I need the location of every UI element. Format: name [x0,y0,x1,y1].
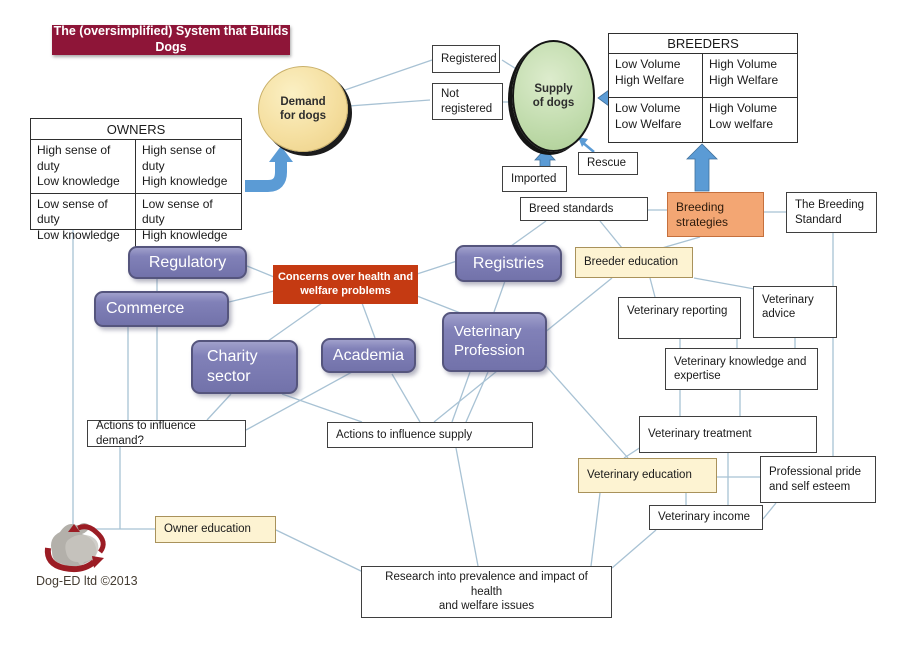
owners-table-header: OWNERS [31,119,241,140]
rescue-box: Rescue [578,152,638,175]
owners-to-demand-arrowhead [269,146,293,162]
registered-box: Registered [432,45,500,73]
registries-node: Registries [455,245,562,282]
breeders-table-header: BREEDERS [609,34,797,54]
title-banner: The (oversimplified) System that Builds … [52,24,290,55]
breeders-cell: High Volume High Welfare [703,54,797,98]
breeders-table: BREEDERS Low Volume High Welfare High Vo… [608,33,798,143]
connector-lines [72,59,834,573]
logo-caption: Dog-ED ltd ©2013 [36,574,138,588]
not-registered-box: Not registered [432,83,503,120]
supply-of-dogs-ellipse: Supply of dogs [512,40,595,152]
owners-table: OWNERS High sense of duty Low knowledge … [30,118,242,247]
concerns-box: Concerns over health and welfare problem… [273,265,418,304]
owners-cell: Low sense of duty Low knowledge [31,193,136,247]
owner-education-box: Owner education [155,516,276,543]
research-box: Research into prevalence and impact of h… [361,566,612,618]
strategies-to-breeders-arrow [686,143,718,192]
breed-standards-box: Breed standards [520,197,648,221]
veterinary-advice-box: Veterinary advice [753,286,837,338]
charity-sector-node: Charity sector [191,340,298,394]
demand-label: Demand for dogs [280,95,326,122]
dog-ed-logo-icon [44,523,106,573]
imported-box: Imported [502,166,567,192]
veterinary-profession-node: Veterinary Profession [442,312,547,372]
the-breeding-standard-box: The Breeding Standard [786,192,877,233]
breeders-cell: High Volume Low welfare [709,101,778,131]
veterinary-knowledge-box: Veterinary knowledge and expertise [665,348,818,390]
professional-pride-box: Professional pride and self esteem [760,456,876,503]
demand-for-dogs-ellipse: Demand for dogs [258,66,348,152]
veterinary-reporting-box: Veterinary reporting [618,297,741,339]
veterinary-treatment-box: Veterinary treatment [639,416,817,453]
breeders-cell: Low Volume Low Welfare [609,98,703,142]
veterinary-education-box: Veterinary education [578,458,717,493]
commerce-node: Commerce [94,291,229,327]
breeding-strategies-box: Breeding strategies [667,192,764,237]
regulatory-node: Regulatory [128,246,247,279]
owners-cell: High sense of duty High knowledge [136,140,241,194]
owners-cell: Low sense of duty High knowledge [142,196,228,242]
owners-to-demand-arrow [245,160,287,192]
veterinary-income-box: Veterinary income [649,505,763,530]
breeder-education-box: Breeder education [575,247,693,278]
academia-node: Academia [321,338,416,373]
owners-cell: High sense of duty Low knowledge [31,140,136,194]
supply-label: Supply of dogs [532,82,575,109]
breeders-cell: Low Volume High Welfare [609,54,703,98]
actions-influence-supply-box: Actions to influence supply [327,422,533,448]
rescue-to-supply-arrowhead [578,137,588,147]
actions-influence-demand-box: Actions to influence demand? [87,420,246,447]
page-title: The (oversimplified) System that Builds … [53,24,289,54]
